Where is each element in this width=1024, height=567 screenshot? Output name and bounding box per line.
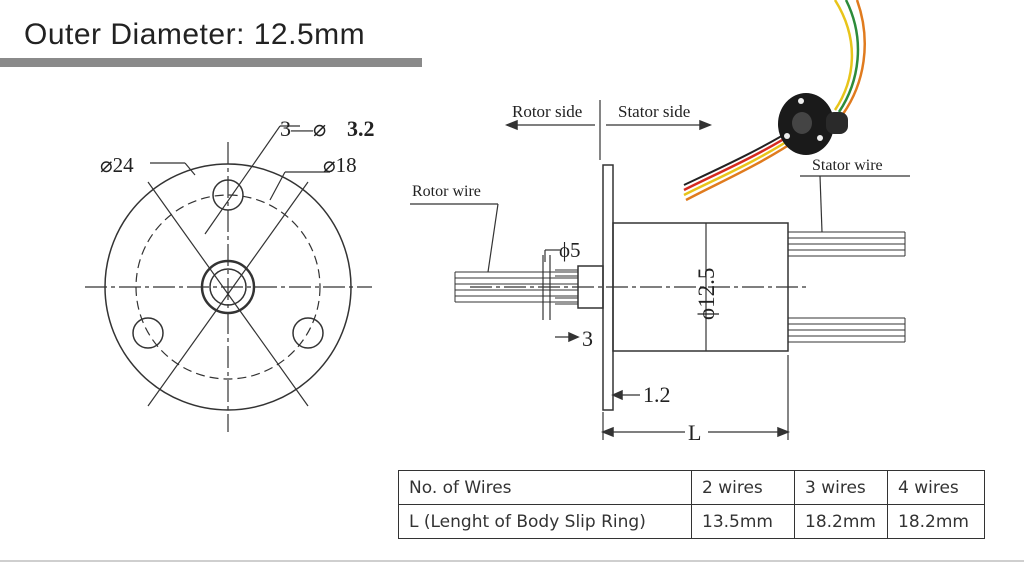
table-row: No. of Wires 2 wires 3 wires 4 wires xyxy=(398,470,985,505)
technical-drawing: ⌀24 3—⌀ 3.2 ⌀18 Rotor side Stator side R… xyxy=(85,0,910,445)
dim-3-label: 3 xyxy=(582,326,593,351)
stator-side-label: Stator side xyxy=(618,102,690,121)
page-title: Outer Diameter: 12.5mm xyxy=(24,18,366,51)
title-underline-bar xyxy=(0,58,422,67)
shaft xyxy=(577,265,604,309)
front-view xyxy=(85,125,372,432)
center-bore-inner xyxy=(209,268,247,306)
table-cell: 13.5mm xyxy=(691,504,795,539)
table-cell: 18.2mm xyxy=(794,504,888,539)
mount-hole-top xyxy=(212,179,244,211)
side-view xyxy=(410,100,910,440)
body-diameter-label: ϕ12.5 xyxy=(694,268,719,320)
product-photo xyxy=(683,0,866,202)
table-row: L (Lenght of Body Slip Ring) 13.5mm 18.2… xyxy=(398,504,985,539)
table-cell: 2 wires xyxy=(691,470,795,505)
flange-thickness-label: 1.2 xyxy=(643,382,671,407)
pitch-circle xyxy=(135,194,321,380)
table-cell: 18.2mm xyxy=(887,504,985,539)
rotor-side-label: Rotor side xyxy=(512,102,582,121)
length-label: L xyxy=(688,420,701,445)
bottom-divider xyxy=(0,560,1024,562)
table-cell: 3 wires xyxy=(794,470,888,505)
mount-hole-left xyxy=(132,317,164,349)
stator-wire-label: Stator wire xyxy=(812,157,883,174)
rotor-wires xyxy=(454,271,578,303)
outer-diameter-label: ⌀24 xyxy=(100,153,134,177)
table-cell: No. of Wires xyxy=(398,470,692,505)
pitch-diameter-label: ⌀18 xyxy=(323,153,357,177)
shaft-diameter-label: ϕ5 xyxy=(559,238,581,262)
hole-diameter-label: 3.2 xyxy=(347,116,375,141)
hole-count-label: 3—⌀ xyxy=(280,116,326,141)
table-cell: 4 wires xyxy=(887,470,985,505)
stator-wires-lower xyxy=(788,317,906,343)
spec-table: No. of Wires 2 wires 3 wires 4 wires L (… xyxy=(398,470,985,539)
center-bore-outer xyxy=(200,259,256,315)
outer-flange-circle xyxy=(104,163,352,411)
body xyxy=(612,222,789,352)
mount-hole-right xyxy=(292,317,324,349)
rotor-wire-label: Rotor wire xyxy=(412,183,481,200)
stator-wires-upper xyxy=(788,231,906,257)
table-cell: L (Lenght of Body Slip Ring) xyxy=(398,504,692,539)
